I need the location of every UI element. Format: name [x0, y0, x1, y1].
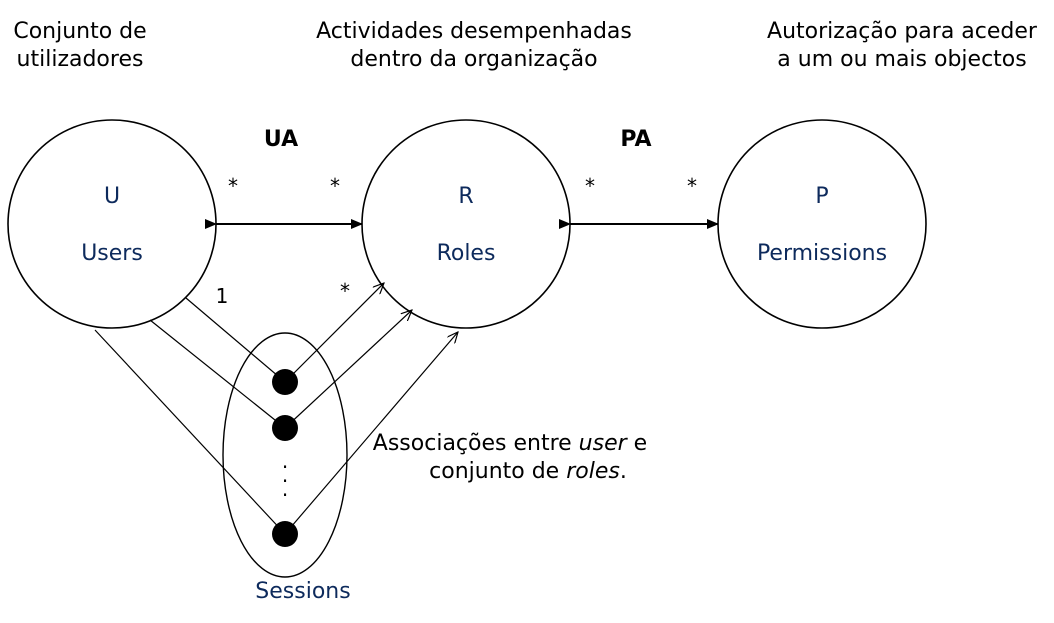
roles-caption-line1: Actividades desempenhadas: [316, 19, 632, 44]
permissions-caption-line2: a um ou mais objectos: [777, 47, 1026, 72]
users-name: Users: [81, 241, 143, 266]
permissions-circle: [717, 119, 927, 329]
users-caption-line2: utilizadores: [17, 47, 144, 72]
note-line2-post: .: [620, 459, 627, 484]
session-roles-multiplicity: *: [340, 279, 350, 303]
user-to-session-line-3: [94, 329, 286, 535]
users-caption-line1: Conjunto de: [13, 19, 146, 44]
note-line1: Associações entre user e: [373, 431, 647, 456]
pa-roles-multiplicity: *: [585, 174, 595, 198]
permissions-caption-line1: Autorização para aceder: [767, 19, 1038, 44]
user-to-session-line-2: [149, 319, 286, 429]
roles-letter: R: [458, 184, 473, 209]
user-to-session-line-1: [185, 297, 286, 383]
users-letter: U: [104, 184, 120, 209]
ua-users-multiplicity: *: [228, 174, 238, 198]
note-line1-em: user: [579, 431, 629, 456]
note-line2: conjunto de roles.: [429, 459, 627, 484]
ellipsis-dot-2: ·: [282, 469, 288, 493]
permissions-letter: P: [815, 184, 828, 209]
permissions-name: Permissions: [757, 241, 887, 266]
ellipsis-dot-1: ·: [282, 455, 288, 479]
session-to-role-arrow-3: [284, 332, 458, 535]
roles-name: Roles: [437, 241, 496, 266]
sessions-ellipse: [222, 332, 348, 578]
session-to-role-arrow-1: [284, 283, 384, 383]
note-line2-pre: conjunto de: [429, 459, 566, 484]
pa-label: PA: [620, 127, 651, 152]
roles-circle: [361, 119, 571, 329]
roles-caption-line2: dentro da organização: [350, 47, 597, 72]
session-to-role-arrow-2: [284, 310, 412, 429]
ua-label: UA: [264, 127, 298, 152]
sessions-label: Sessions: [255, 579, 350, 604]
note-line1-pre: Associações entre: [373, 431, 579, 456]
session-dot-1: [272, 369, 298, 395]
users-circle: [7, 119, 217, 329]
session-dot-3: [272, 521, 298, 547]
session-user-multiplicity: 1: [216, 284, 229, 308]
pa-permissions-multiplicity: *: [687, 174, 697, 198]
note-line1-post: e: [627, 431, 648, 456]
ellipsis-dot-3: ·: [282, 483, 288, 507]
session-dot-2: [272, 415, 298, 441]
note-line2-em: roles: [566, 459, 620, 484]
ua-roles-multiplicity: *: [330, 174, 340, 198]
